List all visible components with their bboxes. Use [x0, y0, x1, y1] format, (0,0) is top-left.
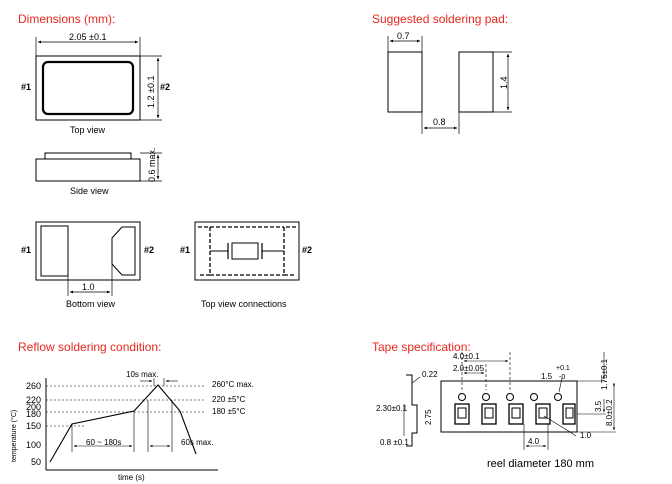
hole-tol-minus: -0 — [559, 374, 566, 381]
bottom-view-caption: Bottom view — [66, 299, 116, 309]
edge-label: 1.75±0.1 — [600, 358, 609, 390]
top-view-pin2: #2 — [160, 82, 171, 92]
hole-dia-label: 1.5 — [541, 372, 553, 381]
reflow-xlabel: time (s) — [118, 473, 145, 482]
height-dimension: 1.2 ±0.1 — [146, 75, 156, 108]
tape-drawing — [403, 352, 616, 450]
hole-offset-label: 2.0±0.05 — [453, 364, 485, 373]
preheat-label: 60 ~ 180s — [86, 438, 122, 447]
tape-base-label: 0.8 ±0.1 — [380, 438, 409, 447]
t180-label: 180 ±5°C — [212, 407, 246, 416]
pad-gap-label: 0.8 — [433, 117, 446, 127]
bottom-view-drawing — [35, 221, 141, 296]
above-label: 60s max. — [181, 438, 214, 447]
pad-height-label: 1.4 — [499, 76, 509, 89]
top-view-pin1: #1 — [21, 82, 32, 92]
connections-caption: Top view connections — [201, 299, 287, 309]
pocket-label: 2.75 — [424, 409, 433, 425]
ytick-100: 100 — [26, 440, 42, 450]
tape-width-label: 8.0±0.2 — [605, 399, 614, 426]
ytick-150: 150 — [26, 421, 42, 431]
reflow-ylabel: temperature (°C) — [11, 409, 18, 462]
ytick-50: 50 — [31, 457, 42, 467]
side-view-drawing — [35, 152, 162, 182]
row-label: 3.5 — [594, 400, 603, 412]
reel-diameter-label: reel diameter 180 mm — [487, 458, 594, 470]
tape-thickness-label: 0.22 — [422, 370, 438, 379]
hole-tol-plus: +0.1 — [556, 365, 570, 372]
bottom-view-pin1: #1 — [21, 245, 32, 255]
top-view-drawing — [35, 37, 162, 121]
ytick-180: 180 — [26, 409, 42, 419]
soldering-pad-heading: Suggested soldering pad: — [372, 12, 509, 26]
peak-time-label: 10s max. — [126, 370, 159, 379]
ytick-260: 260 — [26, 381, 42, 391]
tape-pitch-label: 4.0±0.1 — [453, 352, 480, 361]
peak-temp-label: 260°C max. — [212, 380, 254, 389]
cavity-dia-label: 1.0 — [580, 431, 592, 440]
ytick-220: 220 — [26, 395, 42, 405]
bottom-view-pin2: #2 — [144, 245, 155, 255]
reflow-heading: Reflow soldering condition: — [18, 340, 162, 354]
connections-pin1: #1 — [180, 245, 191, 255]
connections-drawing — [194, 221, 300, 281]
bottom-dimension: 1.0 — [82, 282, 95, 292]
reflow-profile-curve — [49, 384, 197, 463]
thickness-dimension: 0.6 max. — [147, 147, 157, 182]
t220-label: 220 ±5°C — [212, 395, 246, 404]
width-dimension: 2.05 ±0.1 — [69, 32, 107, 42]
soldering-pad-drawing — [387, 36, 512, 134]
dimensions-heading: Dimensions (mm): — [18, 12, 116, 26]
connections-pin2: #2 — [302, 245, 313, 255]
ytick-200: 200 — [26, 402, 42, 412]
side-view-caption: Side view — [70, 186, 109, 196]
tape-heading: Tape specification: — [372, 340, 471, 354]
reflow-chart — [45, 378, 218, 471]
top-view-caption: Top view — [70, 125, 106, 135]
pad-width-label: 0.7 — [397, 31, 410, 41]
cavity-pitch-label: 4.0 — [528, 437, 540, 446]
tape-depth-label: 2.30±0.1 — [376, 404, 408, 413]
